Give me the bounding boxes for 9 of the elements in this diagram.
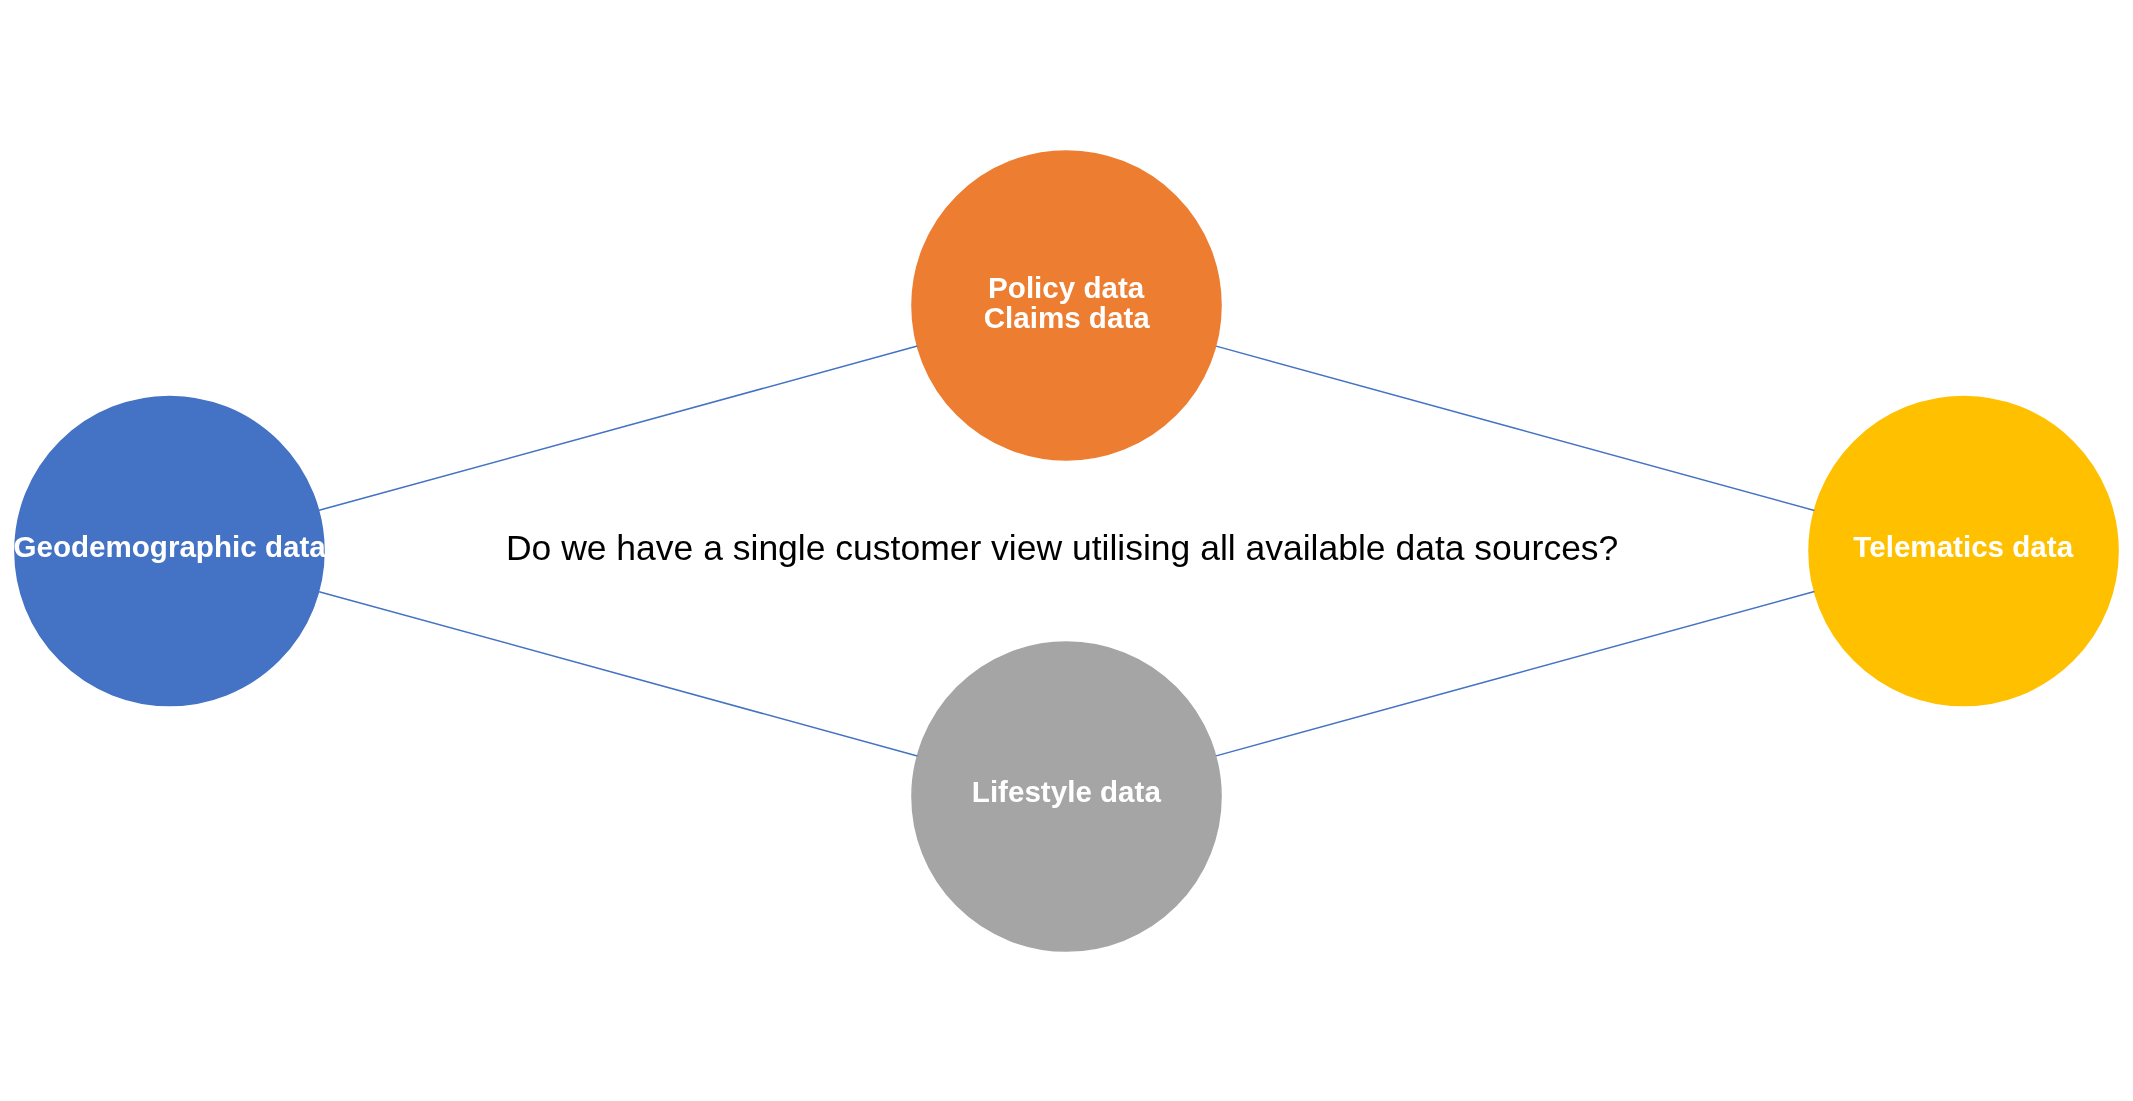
label: Do we have a single customer view utilising all available data sources? xyxy=(505,527,1619,568)
node-circle: Telematics data xyxy=(1808,395,2119,706)
connector xyxy=(1215,344,1816,511)
connector xyxy=(1215,590,1816,757)
connector xyxy=(318,590,919,757)
node-circle: Policy data Claims data xyxy=(911,149,1222,461)
node-circle: Geodemographic data xyxy=(14,395,325,706)
connector xyxy=(318,344,919,511)
node-circle: Lifestyle data xyxy=(911,640,1222,952)
